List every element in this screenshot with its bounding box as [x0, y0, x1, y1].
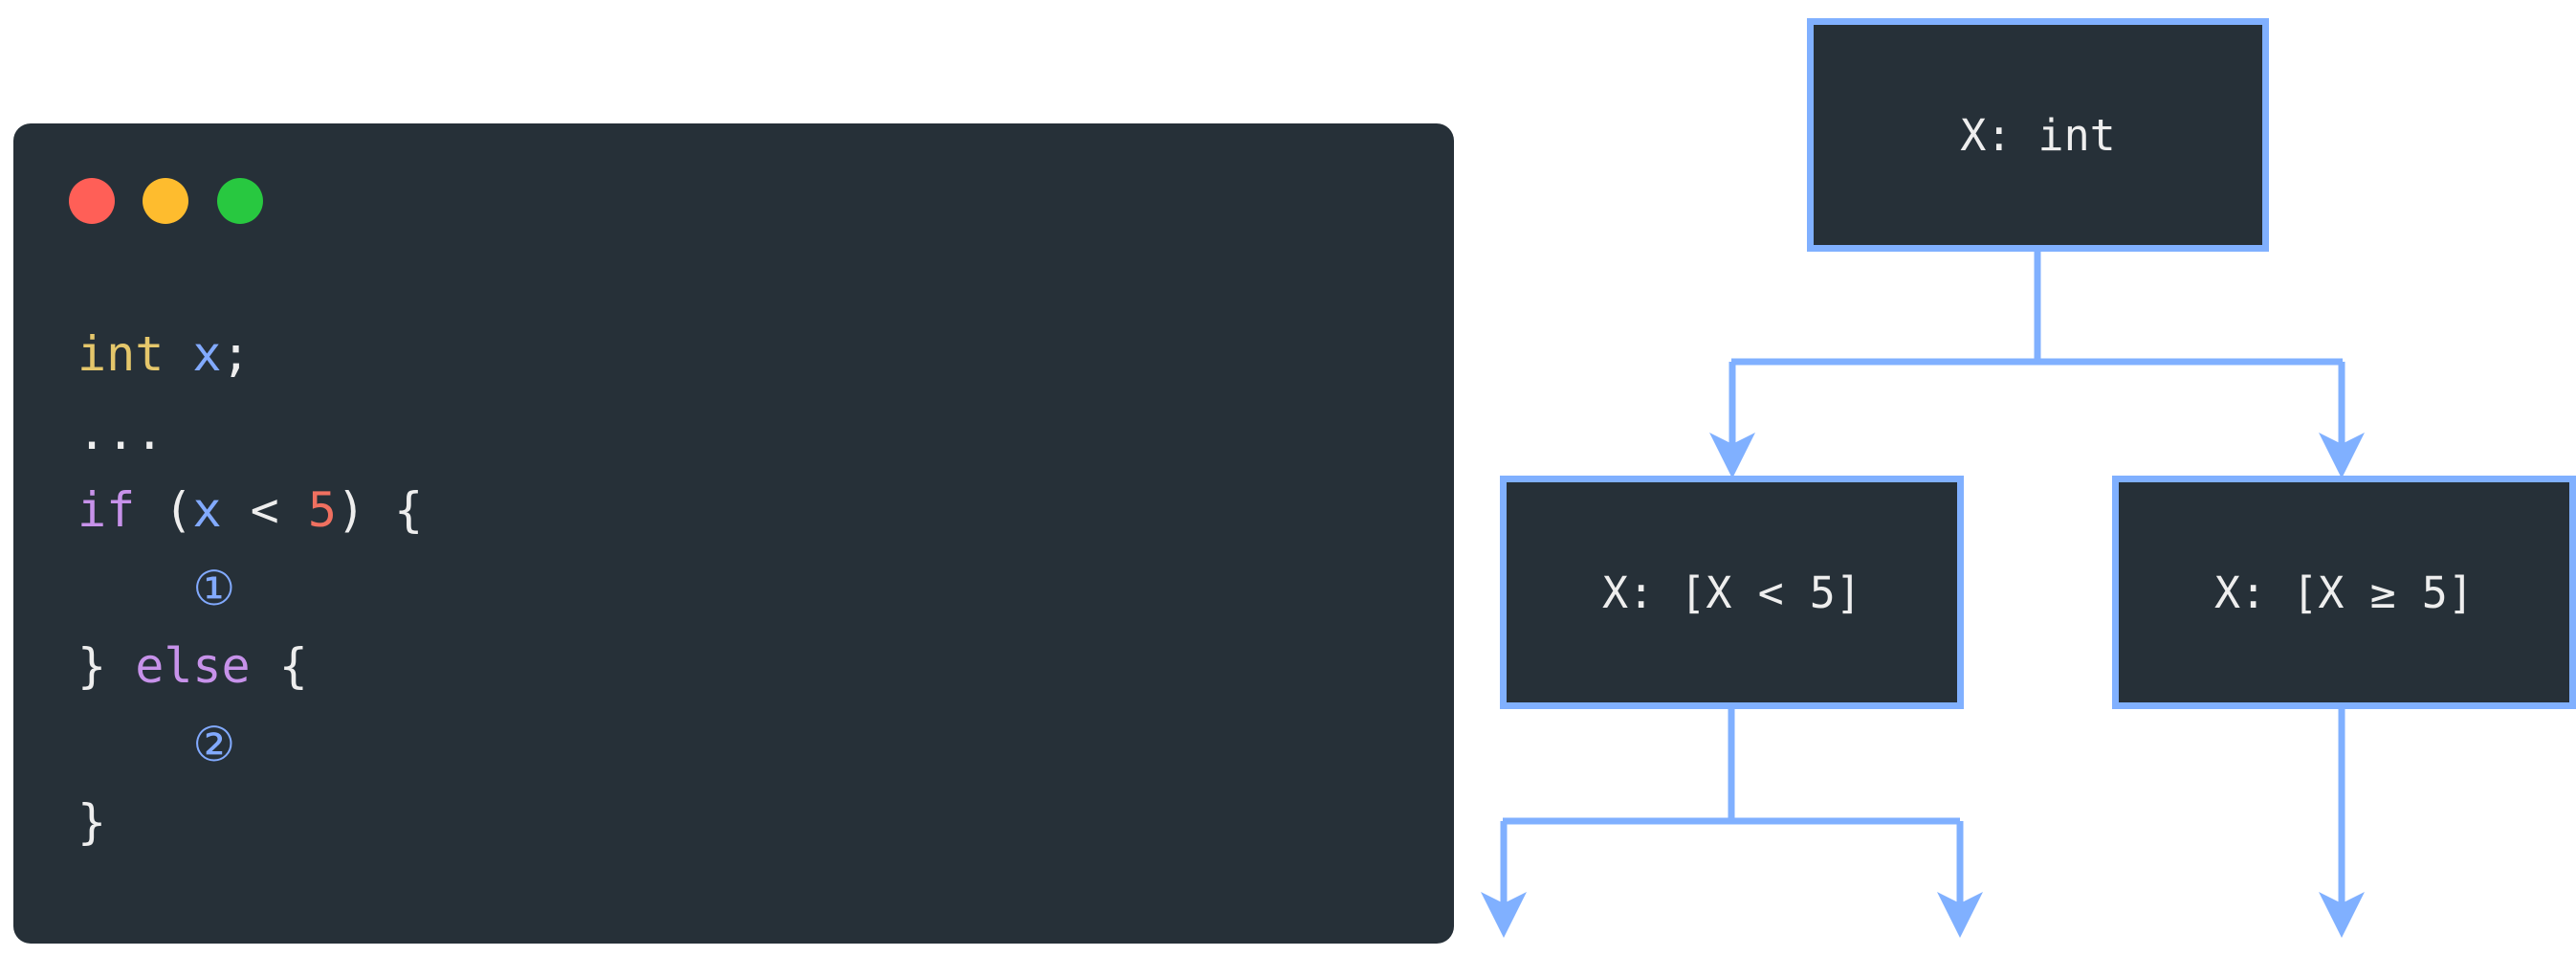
node-right: X: [X ≥ 5] [2112, 476, 2576, 709]
code-window [13, 123, 1454, 944]
minimize-window-button[interactable] [143, 178, 188, 224]
edge-left-to-children [1500, 706, 1964, 919]
node-root: X: int [1807, 18, 2269, 252]
arrowhead [1481, 892, 1527, 938]
marker-1: ① [192, 560, 236, 616]
brace-open: { [250, 638, 308, 694]
close-window-button[interactable] [69, 178, 115, 224]
operator: < [221, 482, 308, 538]
code-line-marker-1: ① [77, 550, 423, 629]
semicolon: ; [221, 326, 251, 382]
arrowhead [1709, 433, 1755, 478]
paren-close: ) { [336, 482, 424, 538]
node-label: X: [X ≥ 5] [2214, 567, 2474, 618]
node-left: X: [X < 5] [1500, 476, 1964, 709]
zoom-window-button[interactable] [217, 178, 263, 224]
paren-open: ( [135, 482, 193, 538]
code-block: int x; ... if (x < 5) { ① } else { ② } [77, 316, 423, 862]
node-label: X: int [1960, 109, 2116, 161]
else-keyword: else [135, 638, 251, 694]
arrowhead [2319, 892, 2365, 938]
marker-2: ② [192, 716, 236, 772]
brace-close: } [77, 794, 107, 850]
arrowhead [1937, 892, 1983, 938]
arrowhead [2319, 433, 2365, 478]
code-line-declaration: int x; [77, 316, 423, 394]
code-line-if: if (x < 5) { [77, 472, 423, 550]
ellipsis: ... [77, 404, 165, 460]
code-line-ellipsis: ... [77, 394, 423, 473]
code-line-else: } else { [77, 628, 423, 706]
variable: x [192, 482, 222, 538]
brace-close: } [77, 638, 136, 694]
edge-root-to-children [1728, 247, 2345, 459]
node-label: X: [X < 5] [1602, 567, 1861, 618]
code-line-end: } [77, 784, 423, 862]
if-keyword: if [77, 482, 136, 538]
type-keyword: int [77, 326, 165, 382]
variable: x [192, 326, 222, 382]
number-literal: 5 [307, 482, 337, 538]
code-line-marker-2: ② [77, 706, 423, 785]
